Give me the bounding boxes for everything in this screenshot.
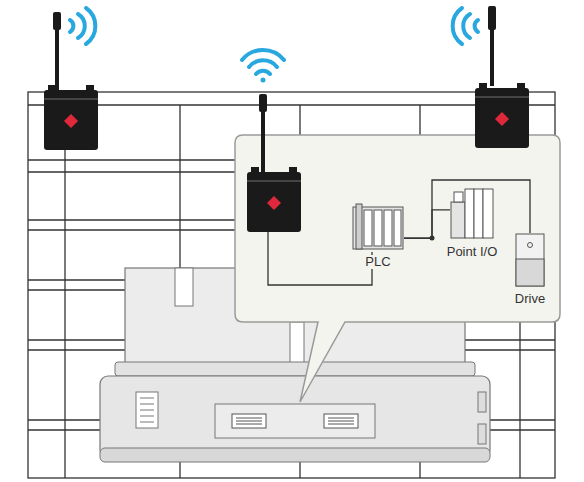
wireless-radio: [242, 50, 301, 232]
network-wire: [404, 180, 530, 238]
wireless-radio: [453, 6, 529, 148]
device-icon: [450, 188, 494, 240]
device-node: Drive: [515, 233, 545, 287]
device-node: Point I/O: [450, 188, 494, 240]
wireless-radio: [44, 8, 98, 150]
device-label: PLC: [363, 255, 392, 269]
network-wire: [404, 210, 450, 238]
device-label: Point I/O: [445, 245, 500, 259]
device-icon: [352, 203, 404, 250]
device-node: PLC: [352, 203, 404, 250]
device-label: Drive: [513, 292, 547, 306]
callout-bubble: [235, 135, 560, 402]
device-icon: [515, 233, 545, 287]
junction-dot: [430, 236, 435, 241]
